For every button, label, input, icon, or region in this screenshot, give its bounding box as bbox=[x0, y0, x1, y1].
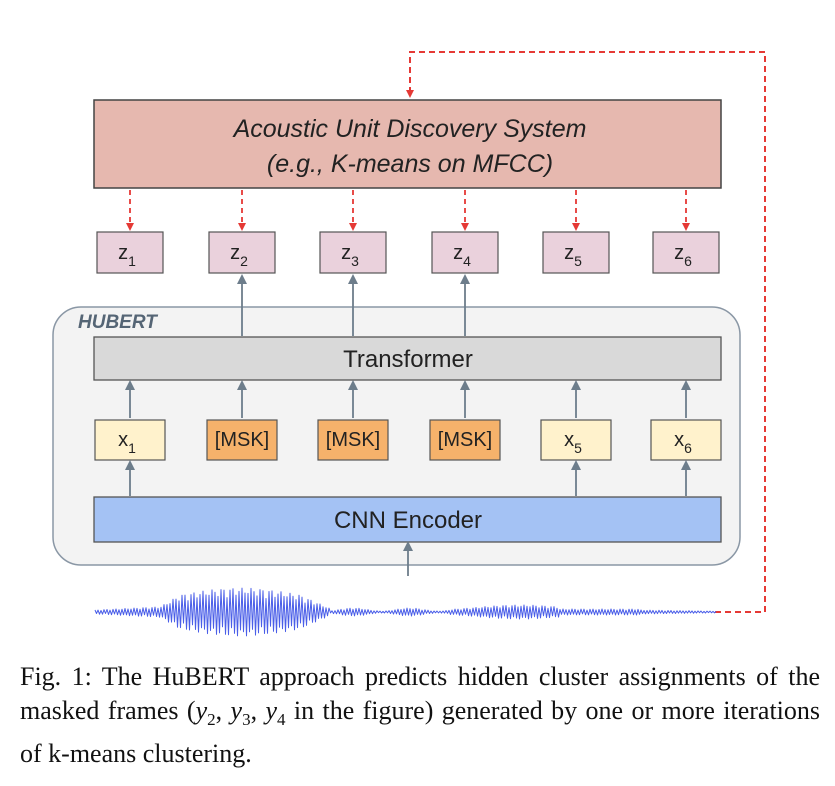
feedback-loop-line bbox=[406, 51, 766, 613]
z-token-box bbox=[319, 231, 387, 274]
caption-math: y2, y3, y4 bbox=[195, 696, 286, 730]
caption-math-subscript: 3 bbox=[242, 710, 251, 730]
caption-suffix: in the figure) generated by one or more … bbox=[20, 696, 821, 769]
z-token-label: z5 bbox=[564, 242, 582, 269]
input-token-label: x5 bbox=[564, 429, 582, 456]
figure-caption: Fig. 1: The HuBERT approach predicts hid… bbox=[20, 660, 820, 771]
z-token-label: z6 bbox=[674, 242, 692, 269]
hubert-diagram: Acoustic Unit Discovery System (e.g., K-… bbox=[52, 51, 766, 637]
transformer-box bbox=[93, 336, 722, 381]
caption-math-symbol: y bbox=[195, 696, 208, 725]
acoustic-unit-discovery-box bbox=[93, 99, 722, 189]
z-token-label: z2 bbox=[230, 242, 248, 269]
mask-token-box bbox=[206, 419, 278, 461]
mask-token-box bbox=[317, 419, 389, 461]
audio-waveform bbox=[94, 587, 717, 637]
z-token-label: z1 bbox=[118, 242, 136, 269]
cnn-encoder-label: CNN Encoder bbox=[334, 507, 482, 534]
input-token-box bbox=[94, 419, 166, 461]
caption-math-symbol: y bbox=[230, 696, 243, 725]
input-token-box bbox=[540, 419, 612, 461]
z-token-label: z4 bbox=[453, 242, 471, 269]
cnn-encoder-box bbox=[93, 496, 722, 543]
z-token-box bbox=[431, 231, 499, 274]
mask-token-label: [MSK] bbox=[326, 429, 380, 451]
mask-token-label: [MSK] bbox=[438, 429, 492, 451]
aud-title-line1: Acoustic Unit Discovery System bbox=[232, 115, 587, 143]
input-token-box bbox=[650, 419, 722, 461]
mask-token-box bbox=[429, 419, 501, 461]
caption-math-subscript: 4 bbox=[277, 710, 286, 730]
z-token-box bbox=[652, 231, 720, 274]
input-token-label: x1 bbox=[118, 429, 136, 456]
caption-math-subscript: 2 bbox=[207, 710, 216, 730]
caption-math-symbol: y bbox=[265, 696, 277, 725]
z-token-box bbox=[96, 231, 164, 274]
caption-prefix: Fig. 1: The HuBERT approach predicts hid… bbox=[20, 662, 820, 725]
input-token-label: x6 bbox=[674, 429, 692, 456]
waveform-trace bbox=[94, 587, 717, 637]
z-token-box bbox=[208, 231, 276, 274]
aud-title-line2: (e.g., K-means on MFCC) bbox=[267, 150, 553, 178]
z-token-box bbox=[542, 231, 610, 274]
hubert-label: HUBERT bbox=[78, 312, 158, 333]
mask-token-label: [MSK] bbox=[215, 429, 269, 451]
z-token-label: z3 bbox=[341, 242, 359, 269]
transformer-label: Transformer bbox=[343, 346, 473, 373]
